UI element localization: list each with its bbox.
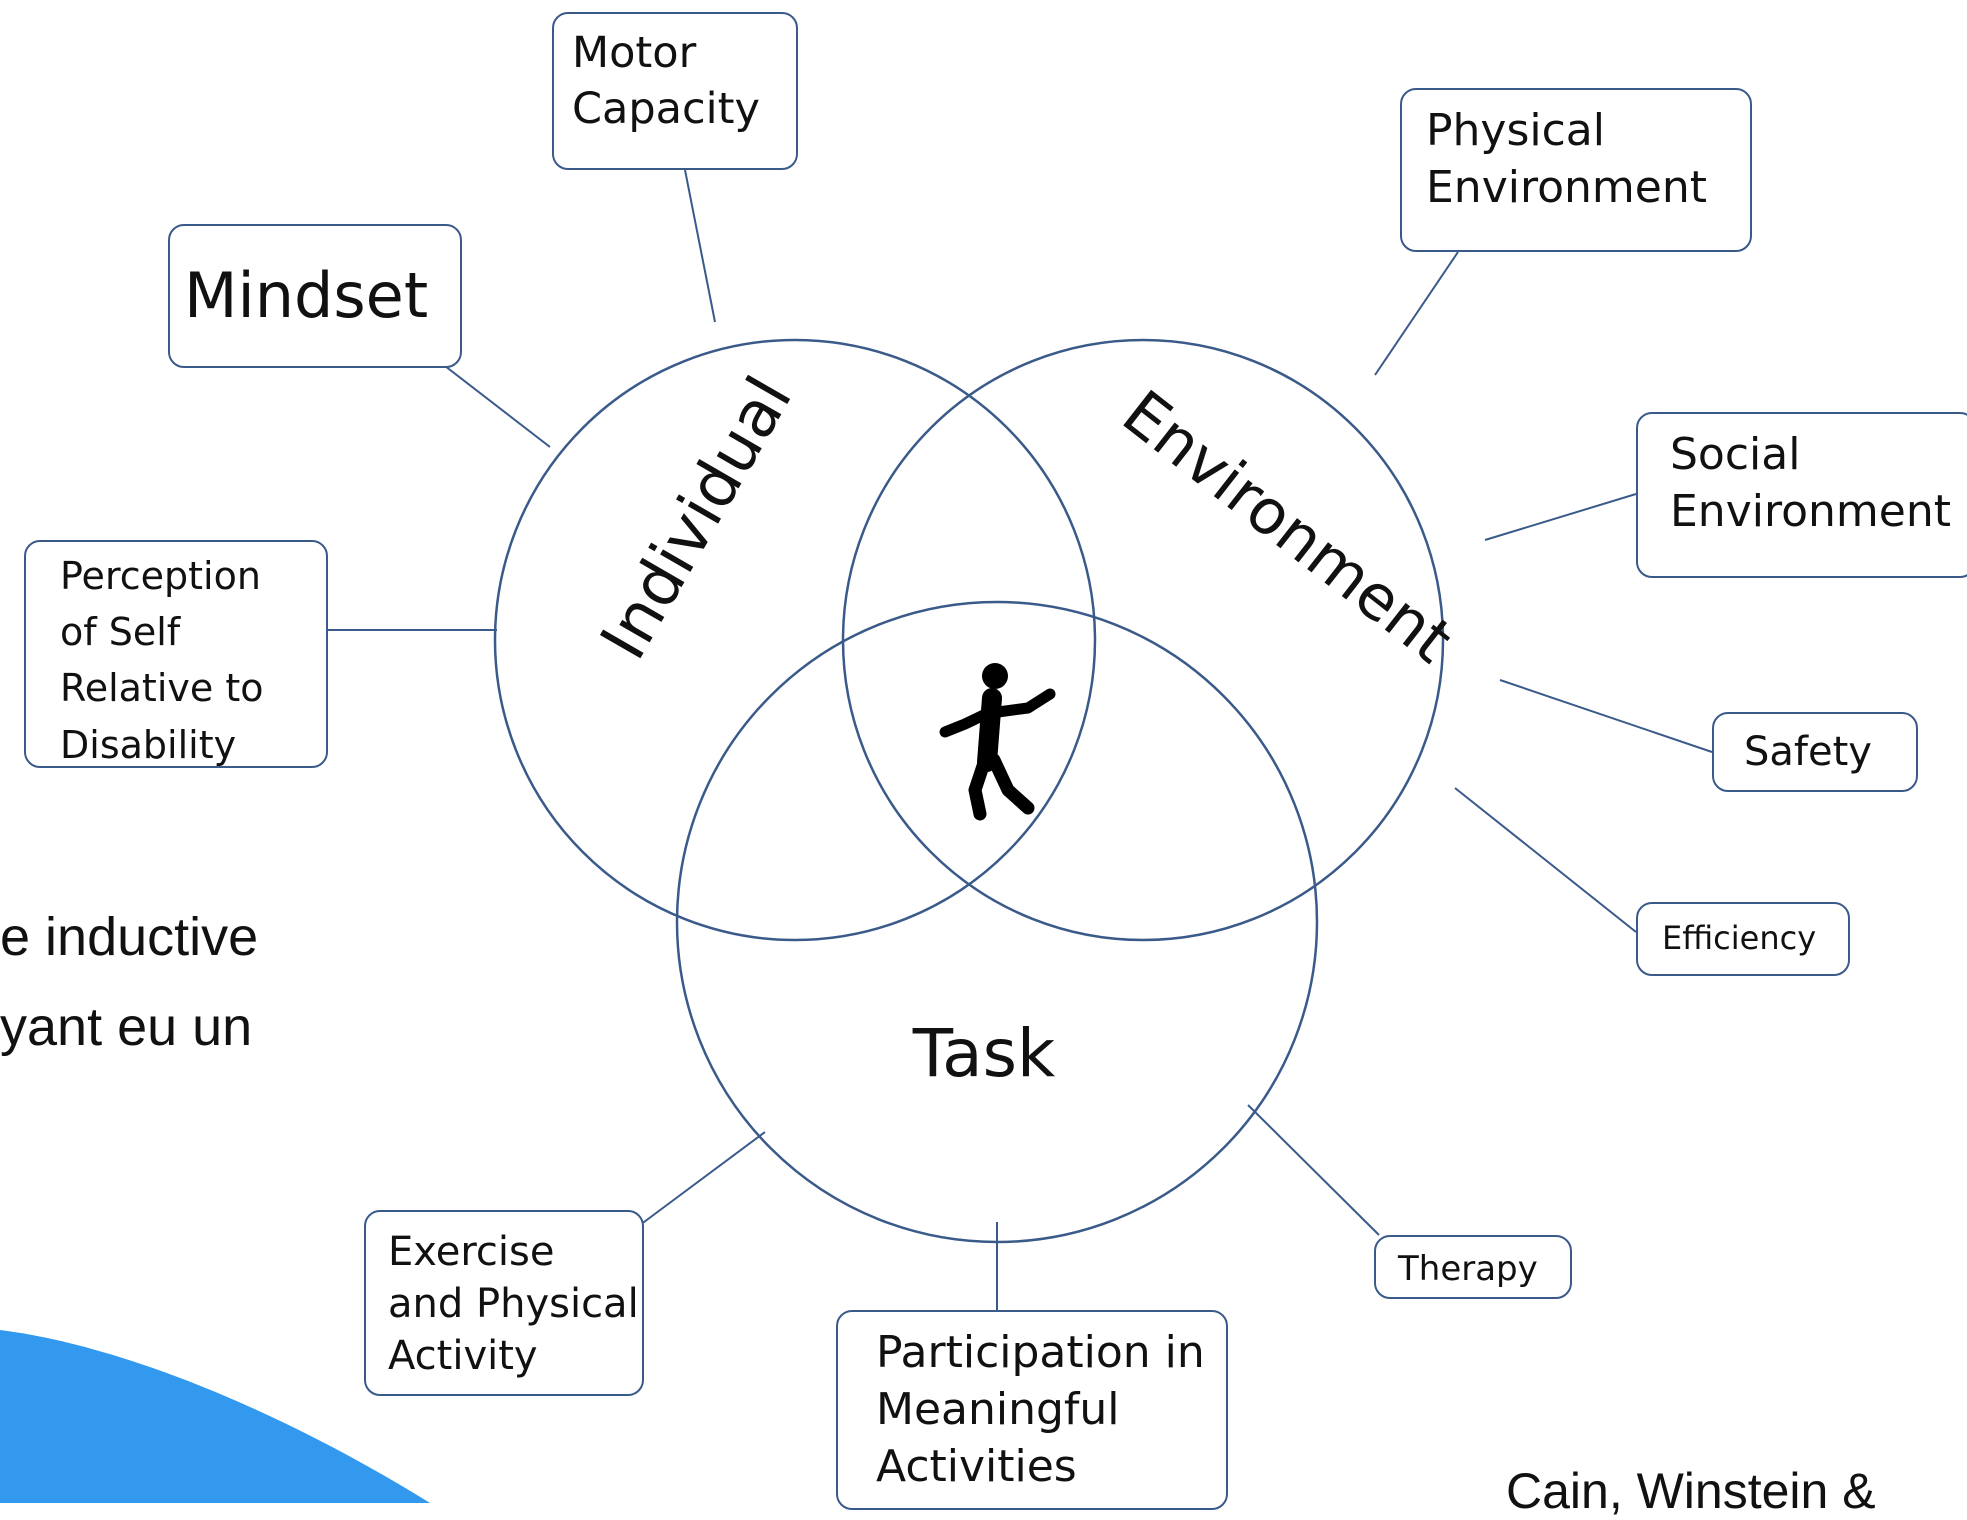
mindset-box: Mindset — [168, 224, 462, 368]
connector-therapy — [1247, 1104, 1380, 1236]
efficiency-box: Efficiency — [1636, 902, 1850, 976]
connector-lines — [328, 169, 1713, 1310]
exercise-box: Exercise and Physical Activity — [364, 1210, 644, 1396]
connector-mindset — [444, 365, 551, 448]
safety-box: Safety — [1712, 712, 1918, 792]
environment-label: Environment — [1109, 376, 1466, 677]
connector-physical-environment — [1374, 251, 1459, 376]
slide-text-line-1: e inductive — [0, 907, 259, 967]
circle-individual — [493, 338, 1097, 942]
citation-text: Cain, Winstein & — [1506, 1463, 1876, 1519]
accent-blob-shape — [0, 1330, 430, 1503]
social-environment-box: Social Environment — [1636, 412, 1967, 578]
task-label: Task — [912, 1015, 1056, 1092]
connector-efficiency — [1454, 787, 1637, 933]
perception-box: Perception of Self Relative to Disabilit… — [24, 540, 328, 768]
physical-environment-box: Physical Environment — [1400, 88, 1752, 252]
connector-motor-capacity — [684, 169, 716, 323]
therapy-box: Therapy — [1374, 1235, 1572, 1299]
slide-text-line-2: yant eu un — [0, 997, 253, 1057]
connector-exercise — [639, 1131, 766, 1226]
connector-safety — [1499, 679, 1713, 753]
individual-label: Individual — [587, 365, 807, 672]
walking-person-icon — [939, 663, 1056, 821]
motor-capacity-box: Motor Capacity — [552, 12, 798, 170]
connector-social-environment — [1484, 493, 1637, 541]
circle-task — [675, 600, 1319, 1244]
participation-box: Participation in Meaningful Activities — [836, 1310, 1228, 1510]
circle-environment — [841, 338, 1445, 942]
